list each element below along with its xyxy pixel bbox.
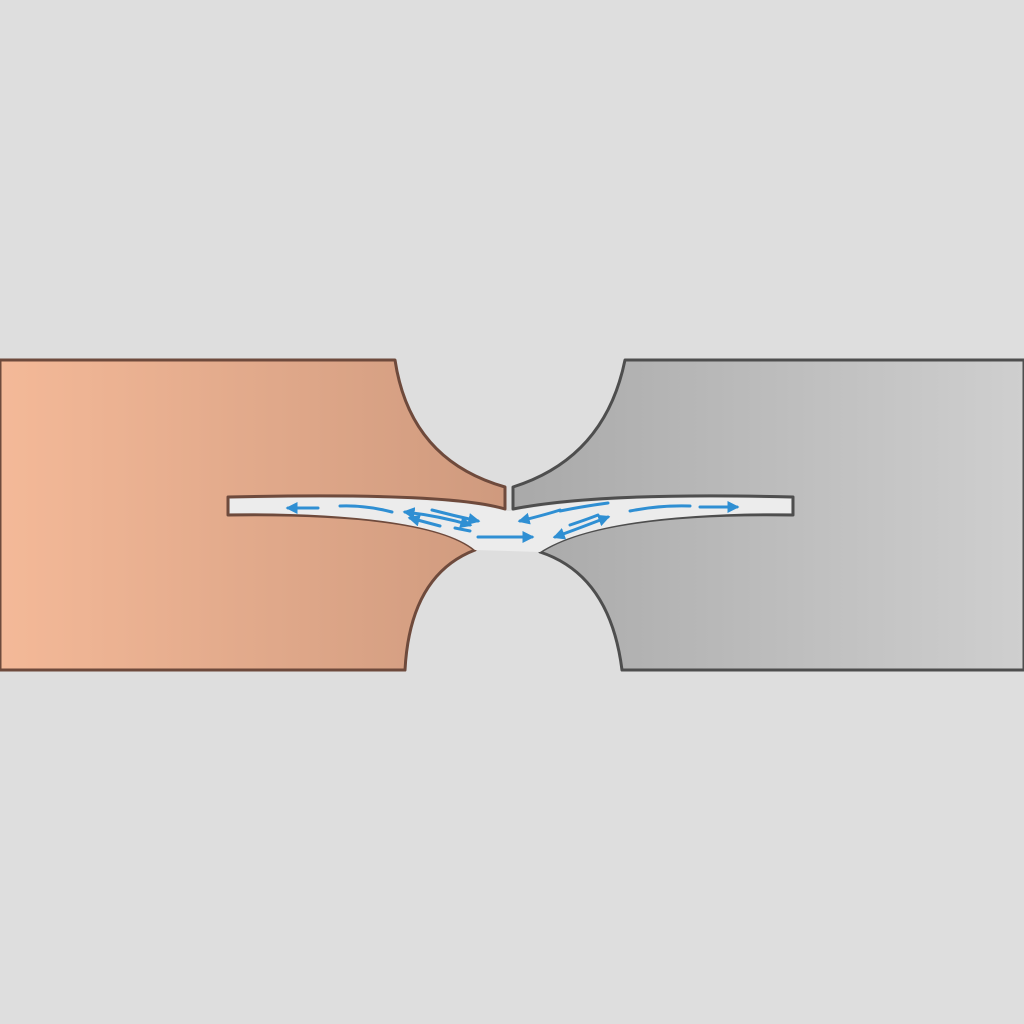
right-metal-block bbox=[511, 358, 1024, 672]
flow-arrow bbox=[338, 504, 394, 514]
flow-arrow bbox=[558, 501, 610, 513]
flow-arrow bbox=[568, 513, 600, 527]
flow-arrow bbox=[517, 508, 562, 525]
left-copper-block bbox=[0, 358, 507, 672]
flow-arrow bbox=[402, 507, 473, 528]
flow-arrow bbox=[628, 504, 692, 513]
flow-arrow bbox=[407, 514, 442, 528]
flow-arrow bbox=[552, 514, 611, 540]
flow-arrow bbox=[430, 508, 481, 525]
flow-arrows bbox=[285, 501, 740, 543]
flow-arrow bbox=[453, 526, 472, 533]
channel-gap bbox=[230, 497, 791, 552]
